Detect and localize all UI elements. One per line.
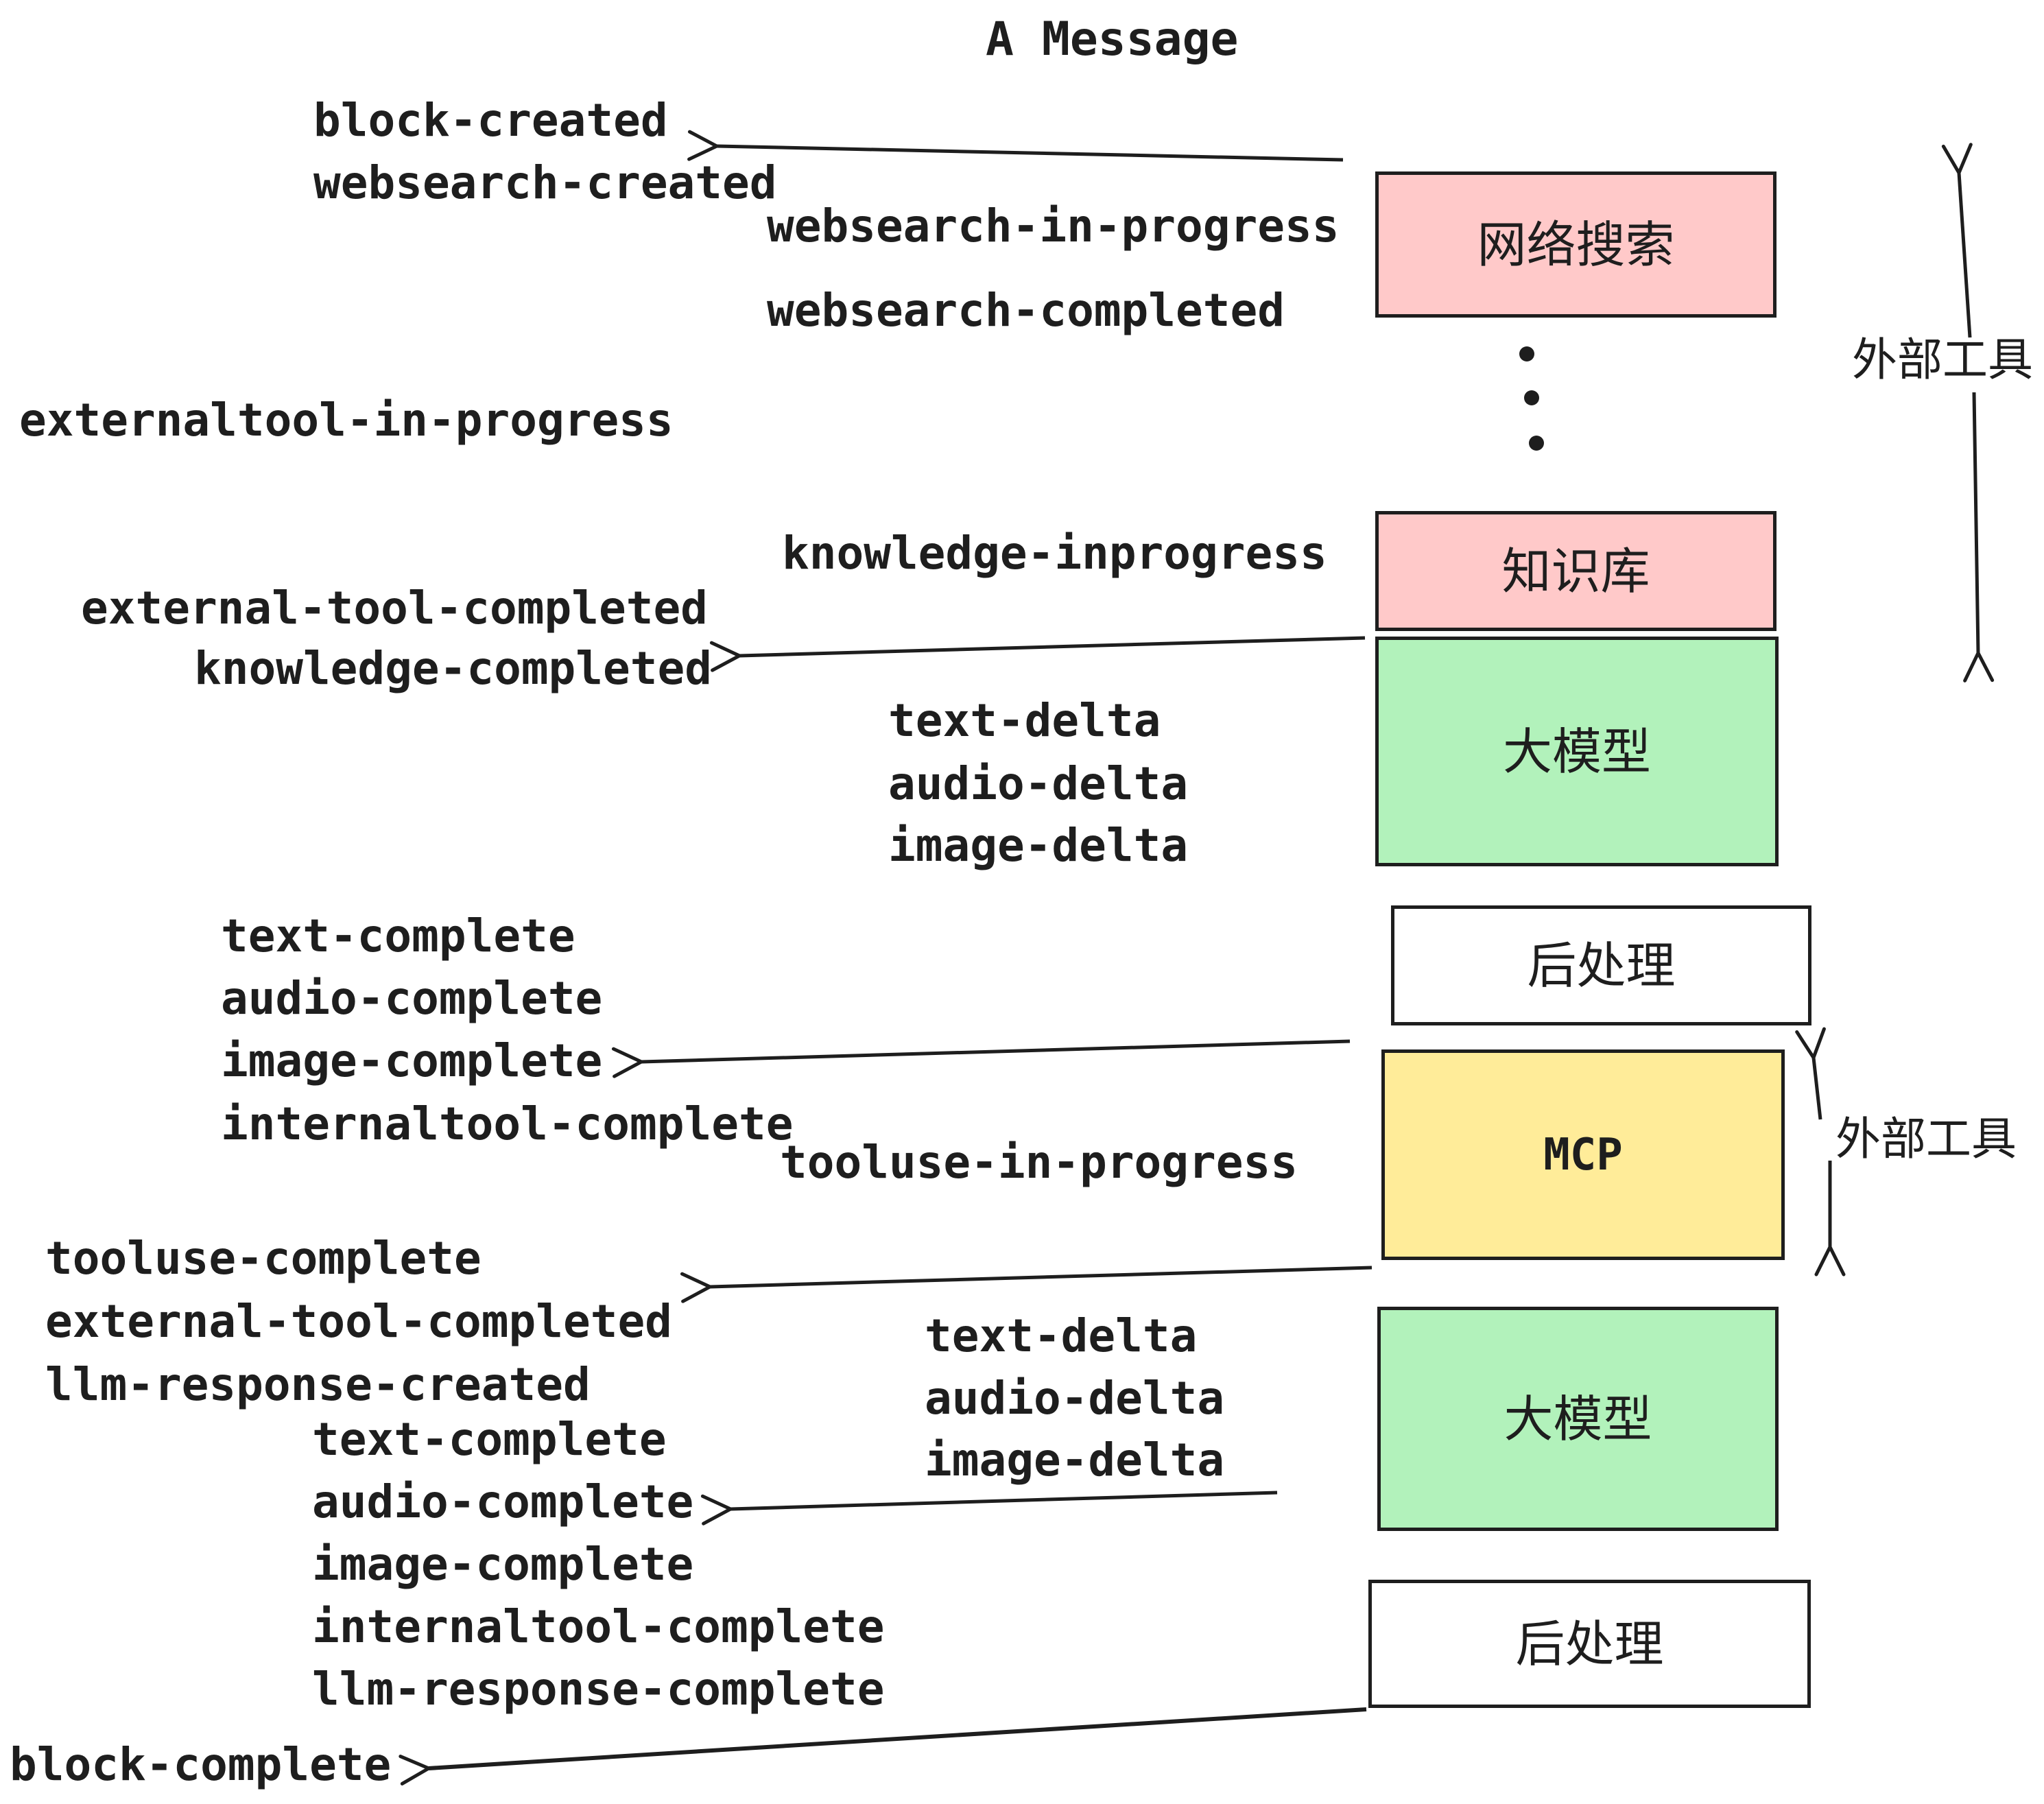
event-label-image-delta-1: image-delta [888, 819, 1189, 872]
arrow-mcp-to-tooluse-complete [710, 1266, 1372, 1287]
event-label-image-complete-1: image-complete [221, 1034, 603, 1087]
event-label-websearch-created: websearch-created [313, 156, 777, 209]
event-label-text-delta-2: text-delta [925, 1309, 1198, 1362]
box-websearch: 网络搜索 [1375, 171, 1776, 318]
box-llm-top-label: 大模型 [1502, 722, 1651, 781]
box-llm-bottom-label: 大模型 [1504, 1390, 1652, 1448]
event-label-llm-response-created: llm-response-created [45, 1358, 591, 1411]
event-label-audio-delta-1: audio-delta [888, 757, 1189, 810]
event-label-audio-complete-2: audio-complete [312, 1475, 694, 1528]
event-label-externaltool-in-progress: externaltool-in-progress [19, 394, 674, 447]
event-label-knowledge-inprogress: knowledge-inprogress [782, 527, 1327, 580]
arrow-llm2-to-audio-complete [730, 1491, 1278, 1509]
event-label-websearch-in-progress: websearch-in-progress [767, 200, 1340, 252]
arrow-llm-to-image-complete [641, 1039, 1351, 1062]
box-mcp: MCP [1381, 1049, 1785, 1260]
ellipsis-dots [1519, 346, 1544, 451]
event-label-text-complete-2: text-complete [312, 1413, 667, 1466]
box-llm-top: 大模型 [1375, 637, 1779, 866]
event-label-llm-response-complete: llm-response-complete [312, 1663, 885, 1716]
event-label-image-complete-2: image-complete [312, 1538, 694, 1591]
arrow-up-external-tools-bottom [1814, 1058, 1820, 1120]
box-postprocess-top-label: 后处理 [1527, 936, 1676, 995]
arrow-websearch-to-block-created [717, 146, 1344, 162]
event-label-external-tool-completed: external-tool-completed [81, 582, 708, 634]
event-label-tooluse-in-progress: tooluse-in-progress [780, 1136, 1298, 1189]
box-postprocess-bottom-label: 后处理 [1515, 1615, 1664, 1673]
box-postprocess-top: 后处理 [1391, 905, 1811, 1025]
event-label-block-created: block-created [313, 94, 668, 147]
arrow-down-external-tools-top [1974, 392, 1978, 653]
event-label-block-complete: block-complete [10, 1738, 392, 1791]
box-websearch-label: 网络搜索 [1477, 215, 1675, 274]
event-label-tooluse-complete: tooluse-complete [45, 1232, 482, 1285]
event-label-external-tool-completed-2: external-tool-completed [45, 1295, 672, 1348]
event-label-internaltool-complete-1: internaltool-complete [221, 1097, 794, 1150]
box-mcp-label: MCP [1543, 1129, 1623, 1180]
external-tools-label-bottom: 外部工具 [1835, 1113, 2017, 1165]
external-tools-label-top: 外部工具 [1852, 333, 2033, 386]
page-title: A Message [986, 12, 1239, 67]
box-knowledge-label: 知识库 [1501, 542, 1650, 600]
arrow-postprocess-to-block-complete [429, 1707, 1367, 1768]
event-label-audio-delta-2: audio-delta [925, 1372, 1225, 1425]
event-label-text-delta-1: text-delta [888, 694, 1161, 747]
event-label-text-complete-1: text-complete [221, 910, 575, 962]
box-postprocess-bottom: 后处理 [1368, 1580, 1811, 1708]
arrow-up-external-tools-top [1959, 173, 1970, 338]
box-knowledge: 知识库 [1375, 511, 1776, 631]
event-label-knowledge-completed: knowledge-completed [194, 642, 712, 695]
event-label-websearch-completed: websearch-completed [767, 284, 1285, 337]
box-llm-bottom: 大模型 [1377, 1307, 1779, 1531]
event-label-image-delta-2: image-delta [925, 1434, 1225, 1486]
event-label-audio-complete-1: audio-complete [221, 972, 603, 1025]
event-label-internaltool-complete-2: internaltool-complete [312, 1600, 885, 1653]
arrow-knowledge-to-knowledge-completed [739, 636, 1366, 656]
